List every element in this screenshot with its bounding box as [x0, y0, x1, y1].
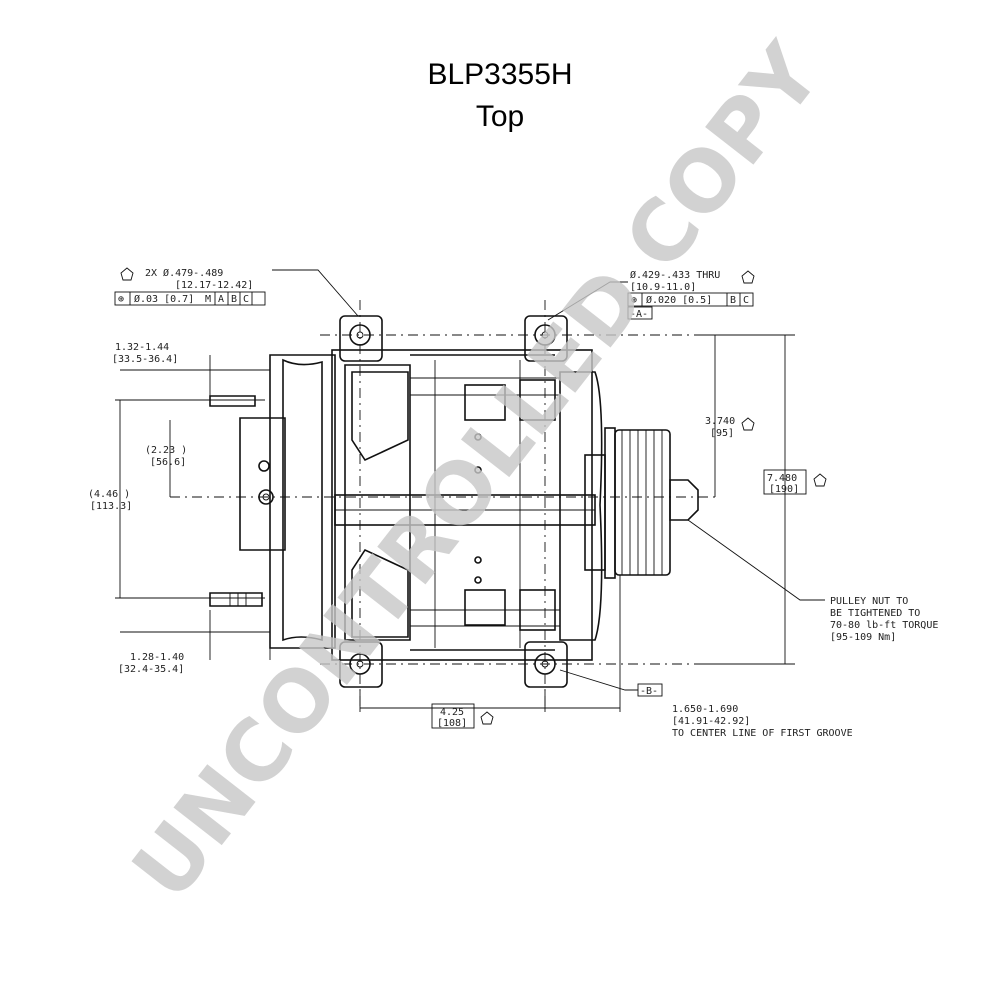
hole-spec-right-metric: [10.9-11.0]: [630, 282, 696, 293]
datum-target-icon: [813, 473, 827, 487]
pulley-note-2: BE TIGHTENED TO: [830, 608, 920, 619]
pulley-note-1: PULLEY NUT TO: [830, 596, 908, 607]
dim-425-metric: [108]: [437, 718, 467, 729]
fcf-right-value: Ø.020 [0.5]: [646, 294, 712, 306]
dim-top-left: 1.32-1.44: [115, 342, 169, 353]
dim-groove-note: TO CENTER LINE OF FIRST GROOVE: [672, 728, 853, 739]
fcf-left-frame: [114, 291, 266, 306]
datum-target-icon: [120, 267, 134, 281]
dim-223-metric: [56.6]: [150, 457, 186, 468]
dim-bottom-left: 1.28-1.40: [130, 652, 184, 663]
dim-425: 4.25: [440, 707, 464, 718]
fcf-left-datum-a: A: [218, 294, 224, 305]
pulley-note-4: [95-109 Nm]: [830, 632, 896, 643]
dim-3740-metric: [95]: [710, 428, 734, 439]
datum-target-icon: [480, 711, 494, 725]
watermark: UNCONTROLLED COPY: [114, 25, 841, 917]
datum-a-label: -A-: [630, 309, 648, 320]
hole-spec-right: Ø.429-.433 THRU: [630, 269, 720, 281]
fcf-left-modifier: M: [205, 294, 211, 305]
part-number: BLP3355H: [427, 58, 573, 91]
view-label: Top: [475, 100, 525, 133]
fcf-left-datum-b: B: [231, 294, 237, 305]
dim-7480-metric: [190]: [769, 484, 799, 495]
pulley-note-3: 70-80 lb-ft TORQUE: [830, 620, 938, 631]
fcf-right-frame: [627, 292, 754, 307]
dim-7480: 7.480: [767, 473, 797, 484]
datum-b-label: -B-: [640, 686, 658, 697]
dim-3740: 3.740: [705, 416, 735, 427]
dim-top-left-metric: [33.5-36.4]: [112, 354, 178, 365]
datum-target-icon: [741, 417, 755, 431]
datum-target-icon: [741, 270, 755, 284]
dim-223: (2.23 ): [145, 445, 187, 456]
dim-446-metric: [113.3]: [90, 501, 132, 512]
dim-groove: 1.650-1.690: [672, 704, 738, 715]
hole-spec-left-metric: [12.17-12.42]: [175, 280, 253, 291]
fcf-left-value: Ø.03 [0.7]: [134, 293, 194, 305]
position-symbol-icon: ⊕: [118, 294, 124, 305]
position-symbol-icon: ⊕: [631, 295, 637, 306]
dimension-lines: [115, 269, 825, 712]
hole-spec-left: 2X Ø.479-.489: [145, 267, 223, 279]
fcf-right-datum-b: B: [730, 295, 736, 306]
alternator-body: [209, 315, 699, 688]
fcf-right-datum-c: C: [743, 295, 749, 306]
dim-groove-metric: [41.91-42.92]: [672, 716, 750, 727]
dim-446: (4.46 ): [88, 489, 130, 500]
fcf-left-datum-c: C: [243, 294, 249, 305]
annotations: 2X Ø.479-.489 [12.17-12.42] ⊕ Ø.03 [0.7]…: [88, 267, 938, 739]
dim-bottom-left-metric: [32.4-35.4]: [118, 664, 184, 675]
